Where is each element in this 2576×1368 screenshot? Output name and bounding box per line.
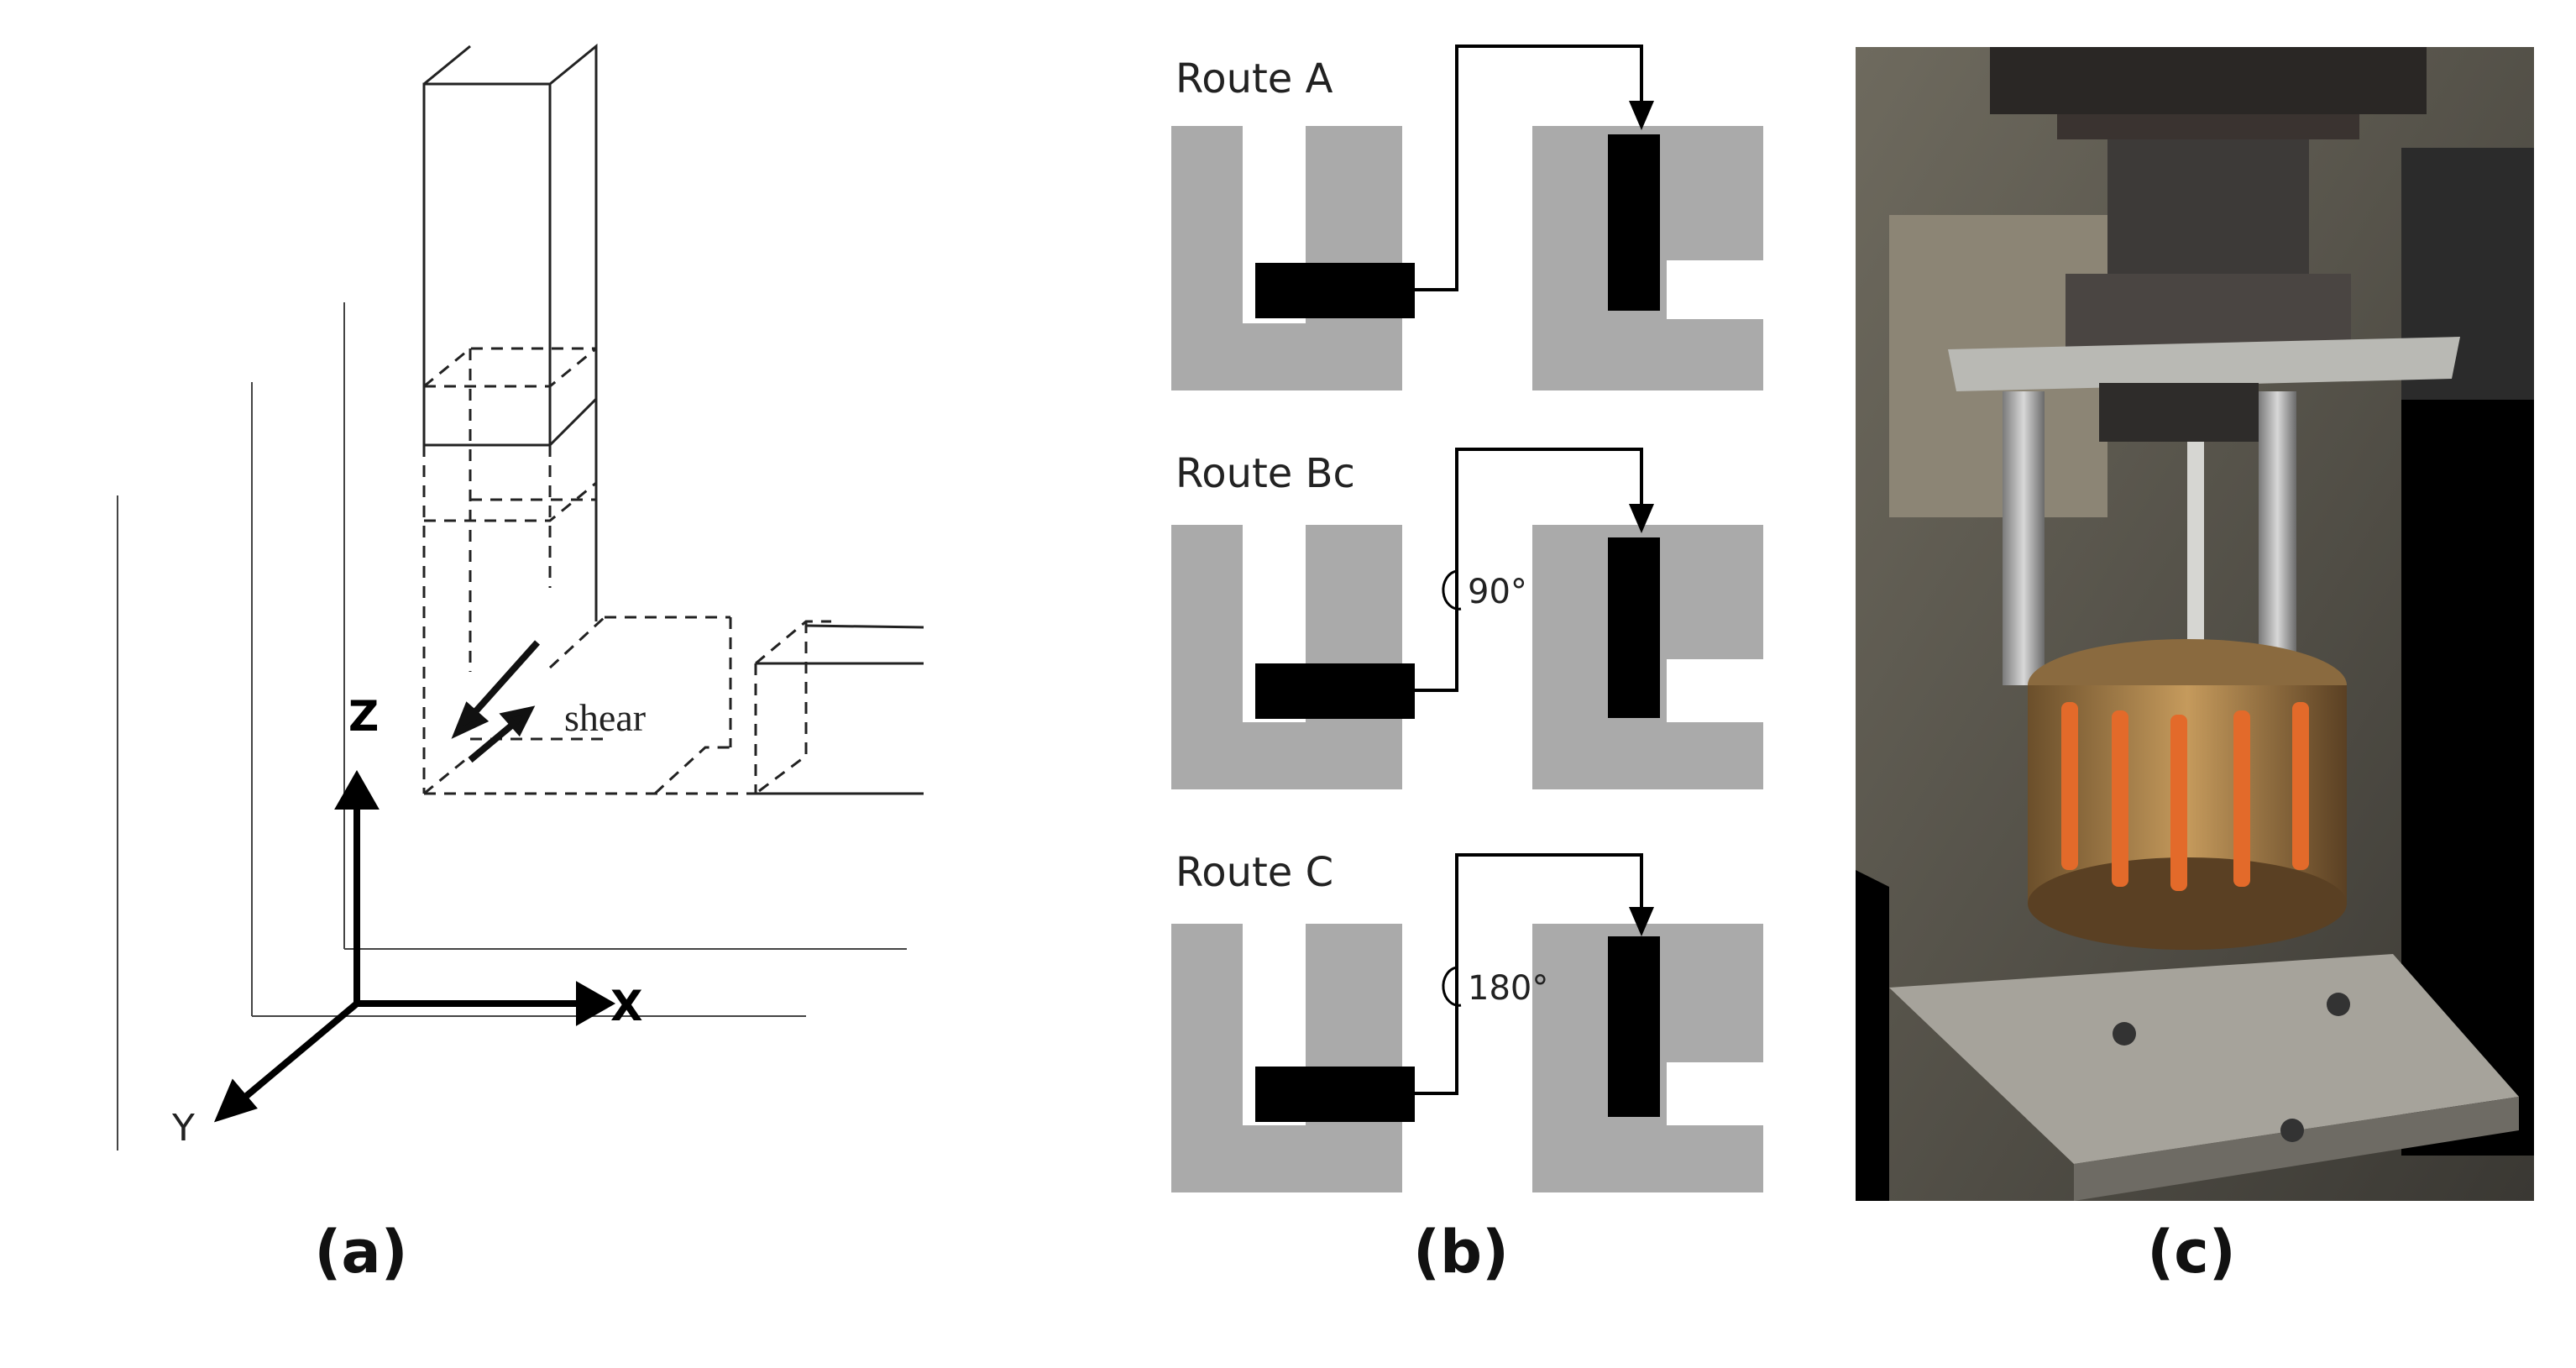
rotation-icon [1442, 966, 1462, 1007]
route-bc-billet-horizontal [1255, 663, 1415, 719]
route-c-die-left [1171, 924, 1402, 1192]
axis-z-label: Z [348, 692, 379, 741]
route-bc-billet-vertical [1608, 537, 1660, 718]
route-bc-group: Route Bc 90° [1171, 448, 1763, 789]
ecap-press-photo-icon [1856, 47, 2534, 1201]
panel-a-diagram: shear Z X Y [117, 43, 924, 1150]
rotation-icon [1442, 569, 1462, 611]
route-c-billet-horizontal [1255, 1067, 1415, 1122]
route-c-group: Route C 180° [1171, 849, 1763, 1192]
route-a-billet-horizontal [1255, 263, 1415, 318]
axis-y-label: Y [171, 1107, 195, 1150]
route-a-die-left [1171, 126, 1402, 390]
panel-b-diagram: Route A Route Bc 90° Route C [1171, 45, 1763, 1192]
route-c-label: Route C [1175, 849, 1333, 896]
press-photo [1856, 47, 2534, 1201]
shear-label: shear [564, 696, 646, 739]
route-a-label: Route A [1175, 55, 1333, 102]
route-c-billet-vertical [1608, 936, 1660, 1117]
route-a-billet-vertical [1608, 134, 1660, 311]
panel-b-caption: (b) [1412, 1218, 1510, 1287]
route-a-group: Route A [1171, 45, 1763, 390]
panel-a-caption: (a) [314, 1218, 408, 1287]
route-bc-rotation: 90° [1468, 573, 1527, 611]
route-bc-die-left [1171, 525, 1402, 789]
route-c-rotation: 180° [1468, 969, 1548, 1008]
route-bc-label: Route Bc [1175, 450, 1355, 497]
panel-c-caption: (c) [2147, 1218, 2236, 1287]
axis-x-label: X [610, 982, 643, 1030]
